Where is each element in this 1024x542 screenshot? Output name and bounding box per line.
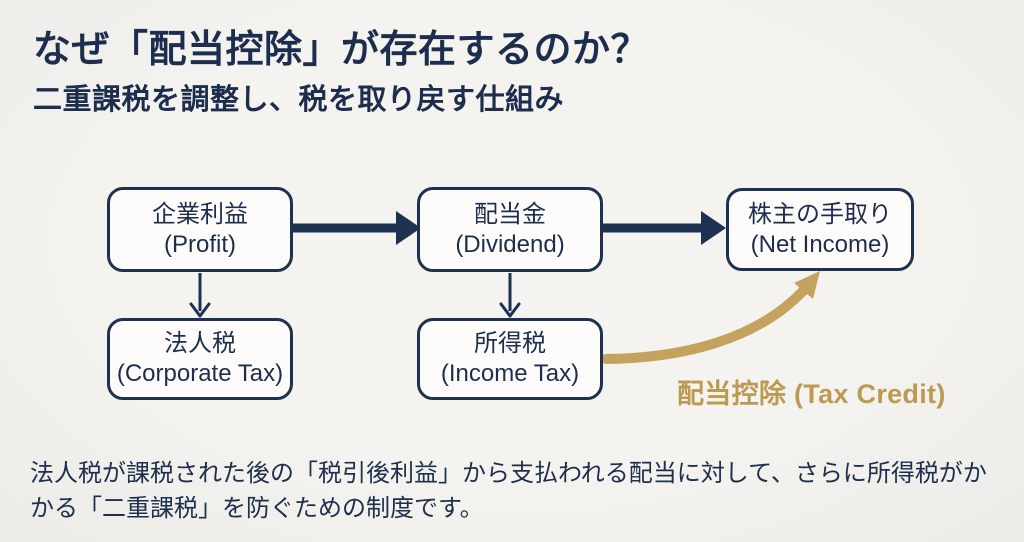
node-income-tax-label-en: (Income Tax) [440, 360, 580, 387]
tax-credit-label: 配当控除 (Tax Credit) [677, 379, 946, 409]
arrow-dividend-to-net-income-icon [603, 211, 726, 245]
arrow-profit-to-corporate-tax-icon [189, 273, 211, 318]
node-dividend-label-jp: 配当金 [474, 200, 546, 228]
arrow-profit-to-dividend-icon [293, 211, 421, 245]
node-income-tax-label-jp: 所得税 [474, 330, 546, 357]
node-net-income-label-jp: 株主の手取り [748, 200, 892, 228]
arrow-dividend-to-income-tax-icon [499, 273, 521, 318]
arrow-tax-credit-icon [601, 271, 820, 364]
page-subtitle: 二重課税を調整し、税を取り戻す仕組み [33, 84, 565, 116]
node-net-income: 株主の手取り (Net Income) [726, 188, 914, 271]
node-net-income-label-en: (Net Income) [750, 230, 890, 258]
node-profit-label-jp: 企業利益 [152, 200, 248, 228]
node-dividend: 配当金 (Dividend) [417, 187, 603, 272]
node-corporate-tax-label-en: (Corporate Tax) [116, 360, 284, 387]
node-profit-label-en: (Profit) [164, 230, 236, 258]
node-income-tax: 所得税 (Income Tax) [417, 318, 603, 400]
footer-note: 法人税が課税された後の「税引後利益」から支払われる配当に対して、さらに所得税がか… [30, 460, 987, 522]
node-dividend-label-en: (Dividend) [455, 230, 565, 258]
node-corporate-tax: 法人税 (Corporate Tax) [107, 318, 293, 400]
node-corporate-tax-label-jp: 法人税 [164, 330, 236, 357]
page-title: なぜ「配当控除」が存在するのか？ [33, 29, 650, 71]
node-profit: 企業利益 (Profit) [107, 187, 293, 272]
